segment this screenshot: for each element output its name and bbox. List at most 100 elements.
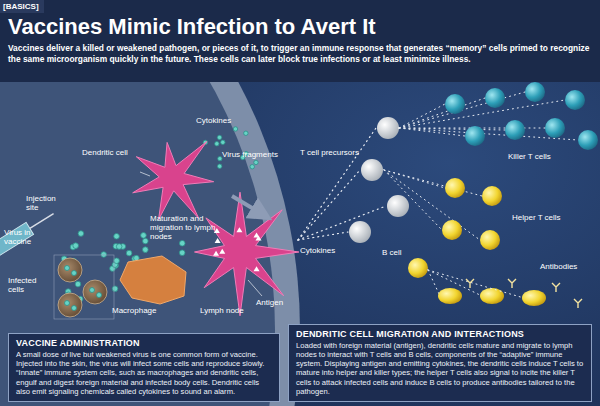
text-panel: DENDRITIC CELL MIGRATION AND INTERACTION… xyxy=(288,324,592,403)
infected-cell xyxy=(83,280,107,304)
virus-particle xyxy=(218,156,222,160)
part-label: T cell precursors xyxy=(300,148,359,157)
syringe-needle xyxy=(30,214,54,229)
part-label: Virus fragments xyxy=(222,150,278,159)
virus-particle xyxy=(72,271,77,276)
part-label: Cytokines xyxy=(196,116,231,125)
killer-t-cell xyxy=(485,88,505,108)
part-label: Antibodies xyxy=(540,262,577,271)
killer-t-cell xyxy=(465,126,485,146)
maturation-path xyxy=(428,270,482,296)
virus-particle xyxy=(141,233,147,239)
virus-particle xyxy=(65,301,70,306)
virus-particle xyxy=(217,164,221,168)
virus-particle xyxy=(143,238,149,244)
t-cell-precursor xyxy=(387,195,409,217)
part-label: Virus in vaccine xyxy=(4,228,44,246)
maturation-path xyxy=(384,170,442,230)
maturation-path xyxy=(399,104,445,128)
maturation-path xyxy=(399,98,485,128)
virus-particle xyxy=(65,266,70,271)
t-cell-precursor xyxy=(377,117,399,139)
maturation-path xyxy=(399,100,565,128)
panel-heading: DENDRITIC CELL MIGRATION AND INTERACTION… xyxy=(296,329,584,339)
maturation-path xyxy=(384,170,480,240)
process-label: Maturation and migration to lymph nodes xyxy=(150,214,232,242)
virus-particle xyxy=(126,250,132,256)
virus-particle xyxy=(114,234,120,240)
plasma-cell xyxy=(480,288,504,304)
part-label: Dendritic cell xyxy=(82,148,128,157)
b-cell xyxy=(408,258,428,278)
virus-particle xyxy=(250,165,254,169)
antibody xyxy=(574,299,582,308)
infected-cell xyxy=(58,293,82,317)
helper-t-cell xyxy=(480,230,500,250)
virus-particle xyxy=(73,243,79,249)
part-label: B cell xyxy=(382,248,402,257)
killer-t-cell xyxy=(505,120,525,140)
plasma-cell xyxy=(438,288,462,304)
migration-arrow xyxy=(232,196,262,214)
cytokine-signal xyxy=(298,206,386,240)
virus-particle xyxy=(90,288,95,293)
virus-particle xyxy=(244,131,248,135)
virus-particle xyxy=(97,293,102,298)
maturation-path xyxy=(428,270,440,296)
part-label: Injection site xyxy=(26,194,66,212)
antigen-fragment xyxy=(254,232,260,237)
virus-particle xyxy=(217,135,221,139)
killer-t-cell xyxy=(525,82,545,102)
header-ground xyxy=(0,0,600,82)
section-tag: [BASICS] xyxy=(3,2,39,11)
maturation-path xyxy=(384,170,482,196)
t-cell-precursor xyxy=(349,221,371,243)
region-label: Lymph node xyxy=(200,306,244,315)
virus-particle xyxy=(143,247,149,253)
t-cell-precursor xyxy=(361,159,383,181)
virus-particle xyxy=(78,231,84,237)
killer-t-cell xyxy=(565,90,585,110)
antigen-fragment xyxy=(236,227,242,232)
cytokine-signal xyxy=(298,232,348,240)
helper-t-cell xyxy=(442,220,462,240)
infected-cells-frame xyxy=(54,255,114,319)
maturation-path xyxy=(384,170,445,188)
part-label: Infected cells xyxy=(8,276,52,294)
virus-particle xyxy=(179,240,185,246)
antigen-fragment xyxy=(213,251,219,256)
infected-cell xyxy=(58,258,82,282)
plasma-cell xyxy=(522,290,546,306)
part-label: Cytokines xyxy=(300,246,335,255)
killer-t-cell xyxy=(445,94,465,114)
syringe xyxy=(0,208,57,267)
title: Vaccines Mimic Infection to Avert It xyxy=(8,14,376,39)
cytokine-signal xyxy=(298,128,376,240)
virus-particle xyxy=(233,127,237,131)
part-label: Helper T cells xyxy=(512,213,561,222)
basics-tab xyxy=(0,0,44,13)
cytokine-signal xyxy=(298,170,360,240)
antigen-fragment xyxy=(254,266,260,271)
mature-dendritic-cell xyxy=(195,192,299,316)
virus-particle xyxy=(72,306,77,311)
panel-body: A small dose of live but weakened virus … xyxy=(16,350,272,396)
panel-heading: VACCINE ADMINISTRATION xyxy=(16,338,272,348)
killer-t-cell xyxy=(578,130,598,150)
virus-particle xyxy=(254,160,258,164)
antibody xyxy=(508,279,516,288)
virus-particle xyxy=(101,252,107,258)
virus-particle xyxy=(112,286,118,292)
part-label: Antigen xyxy=(256,298,283,307)
antibody xyxy=(466,279,474,288)
intro-text: Vaccines deliver a killed or weakened pa… xyxy=(8,43,592,65)
antigen-fragment xyxy=(215,238,221,243)
killer-t-cell xyxy=(545,118,565,138)
antibody xyxy=(552,283,560,292)
maturation-path xyxy=(399,92,525,128)
dendritic-cell xyxy=(133,142,214,220)
leader-line xyxy=(248,280,262,296)
text-panel: VACCINE ADMINISTRATION A small dose of li… xyxy=(8,333,280,402)
helper-t-cell xyxy=(445,178,465,198)
